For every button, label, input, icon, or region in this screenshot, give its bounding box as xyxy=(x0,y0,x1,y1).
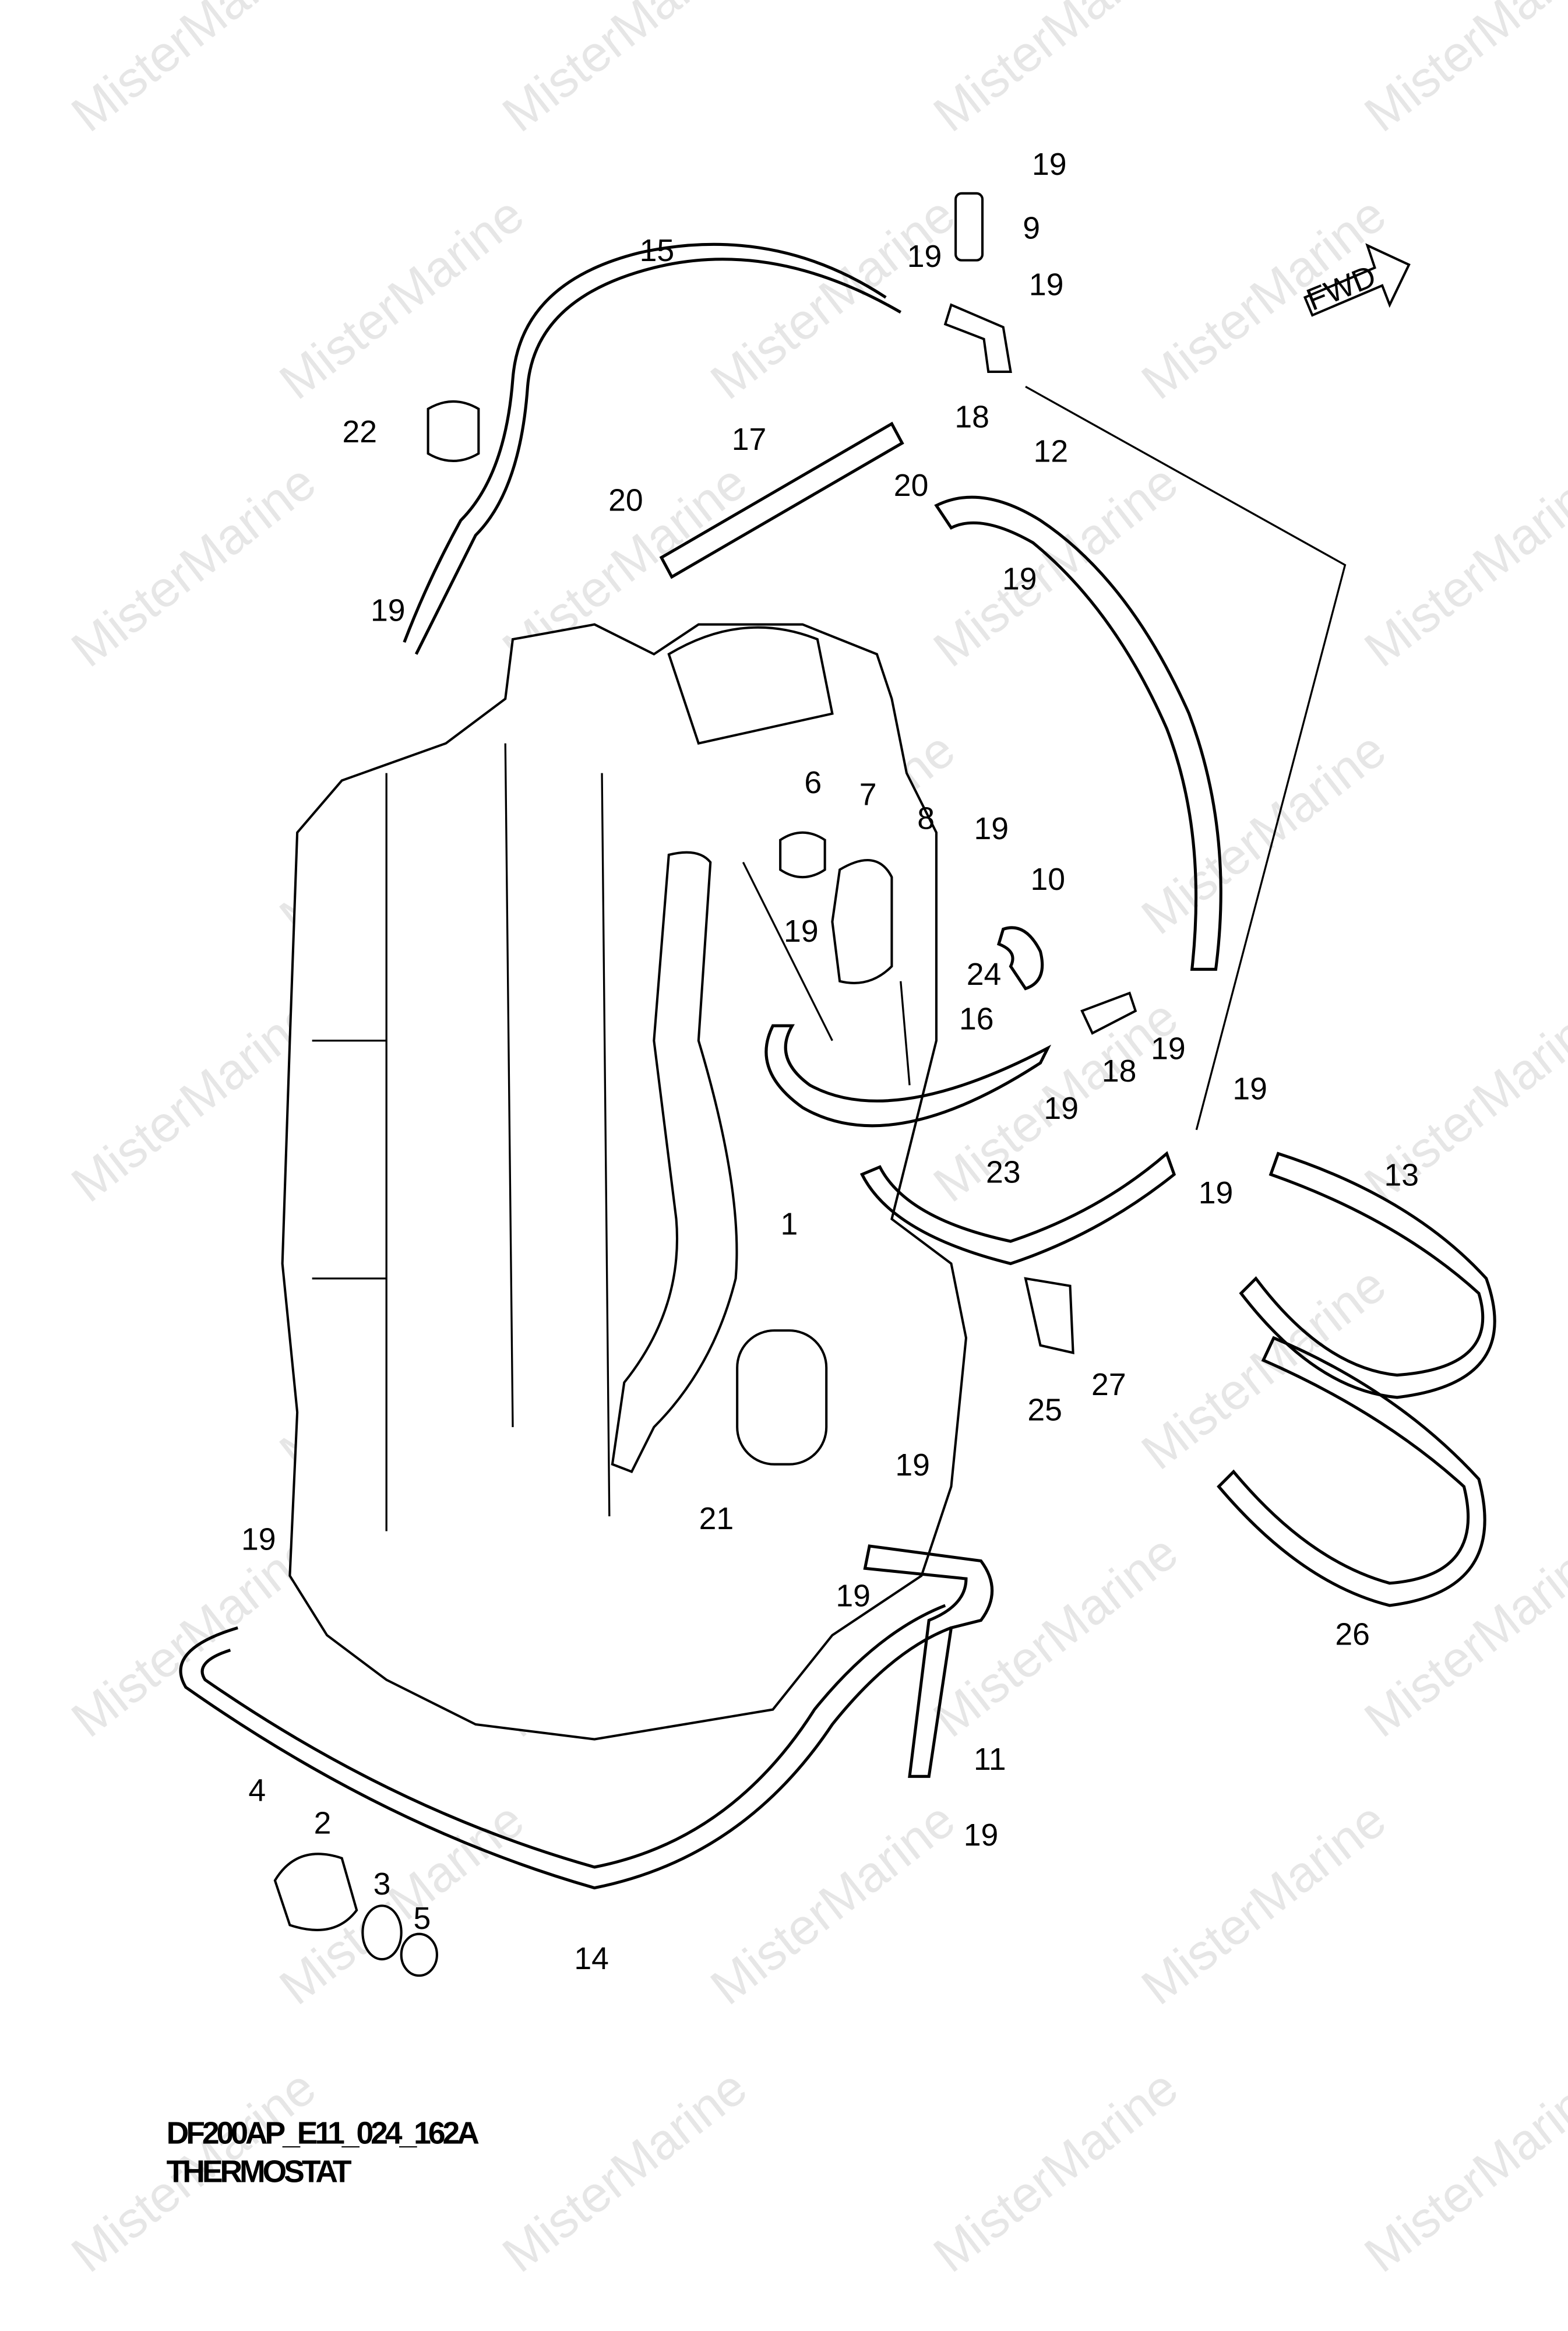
watermark-text: MisterMarine xyxy=(1354,1524,1568,1748)
callout-23: 23 xyxy=(986,1155,1021,1189)
callout-19: 19 xyxy=(784,914,819,949)
callout-12: 12 xyxy=(1034,434,1069,469)
watermark-text: MisterMarine xyxy=(1354,453,1568,678)
watermark-text: MisterMarine xyxy=(1562,721,1568,945)
watermark-text: MisterMarine xyxy=(61,1524,326,1748)
callout-3: 3 xyxy=(373,1867,391,1902)
callout-19: 19 xyxy=(974,812,1009,846)
callout-18: 18 xyxy=(954,400,989,435)
watermark-text: MisterMarine xyxy=(1132,1791,1397,2016)
watermark-text: MisterMarine xyxy=(61,453,326,678)
watermark-text: MisterMarine xyxy=(923,2059,1188,2283)
watermark-text: MisterMarine xyxy=(492,2059,757,2283)
watermark-text: MisterMarine xyxy=(492,0,757,143)
callout-19: 19 xyxy=(1151,1032,1186,1066)
watermark-text: MisterMarine xyxy=(1354,2059,1568,2283)
callout-19: 19 xyxy=(1199,1176,1234,1210)
callout-19: 19 xyxy=(836,1579,871,1613)
callout-19: 19 xyxy=(964,1818,999,1853)
watermark-text: MisterMarine xyxy=(1562,186,1568,410)
callout-14: 14 xyxy=(574,1942,609,1976)
callout-9: 9 xyxy=(1023,212,1040,246)
callout-26: 26 xyxy=(1335,1618,1370,1652)
callout-20: 20 xyxy=(894,469,929,503)
callout-20: 20 xyxy=(608,484,643,518)
callout-27: 27 xyxy=(1091,1368,1126,1402)
watermark-text: MisterMarine xyxy=(1354,0,1568,143)
watermark-text: MisterMarine xyxy=(269,186,534,410)
callout-19: 19 xyxy=(1032,147,1067,182)
watermark-text: MisterMarine xyxy=(1132,721,1397,945)
callout-19: 19 xyxy=(1029,268,1064,302)
callout-1: 1 xyxy=(781,1207,798,1242)
callout-10: 10 xyxy=(1030,862,1065,897)
hoses xyxy=(179,192,1496,1977)
callout-2: 2 xyxy=(314,1807,332,1841)
callout-11: 11 xyxy=(974,1742,1006,1777)
watermark-text: MisterMarine xyxy=(700,186,966,410)
watermark-text: MisterMarine xyxy=(923,0,1188,143)
callout-15: 15 xyxy=(640,234,675,268)
watermark-text: MisterMarine xyxy=(61,0,326,143)
callout-19: 19 xyxy=(1002,562,1037,597)
callout-25: 25 xyxy=(1027,1393,1062,1428)
callout-21: 21 xyxy=(699,1502,734,1536)
diagram-code: DF200AP_E11_024_162A xyxy=(167,2116,480,2150)
callout-8: 8 xyxy=(917,801,935,836)
callout-19: 19 xyxy=(895,1448,930,1483)
callout-6: 6 xyxy=(804,766,822,800)
callout-19: 19 xyxy=(1044,1091,1079,1126)
watermark-text: MisterMarine xyxy=(923,453,1188,678)
callout-19: 19 xyxy=(241,1522,276,1557)
callout-22: 22 xyxy=(342,415,377,449)
callout-5: 5 xyxy=(414,1902,431,1936)
callout-17: 17 xyxy=(732,422,767,457)
diagram-title: THERMOSTAT xyxy=(167,2155,352,2189)
callout-7: 7 xyxy=(859,778,877,812)
callout-13: 13 xyxy=(1384,1159,1419,1193)
callout-24: 24 xyxy=(967,957,1002,992)
callout-4: 4 xyxy=(248,1774,266,1808)
callout-19: 19 xyxy=(1232,1072,1267,1107)
callout-19: 19 xyxy=(371,593,406,628)
callout-18: 18 xyxy=(1102,1054,1137,1089)
callout-19: 19 xyxy=(907,240,942,274)
watermark-text: MisterMarine xyxy=(1562,1256,1568,1480)
engine-block xyxy=(281,623,968,1741)
callout-16: 16 xyxy=(959,1002,994,1037)
watermark-text: MisterMarine xyxy=(1562,1791,1568,2016)
